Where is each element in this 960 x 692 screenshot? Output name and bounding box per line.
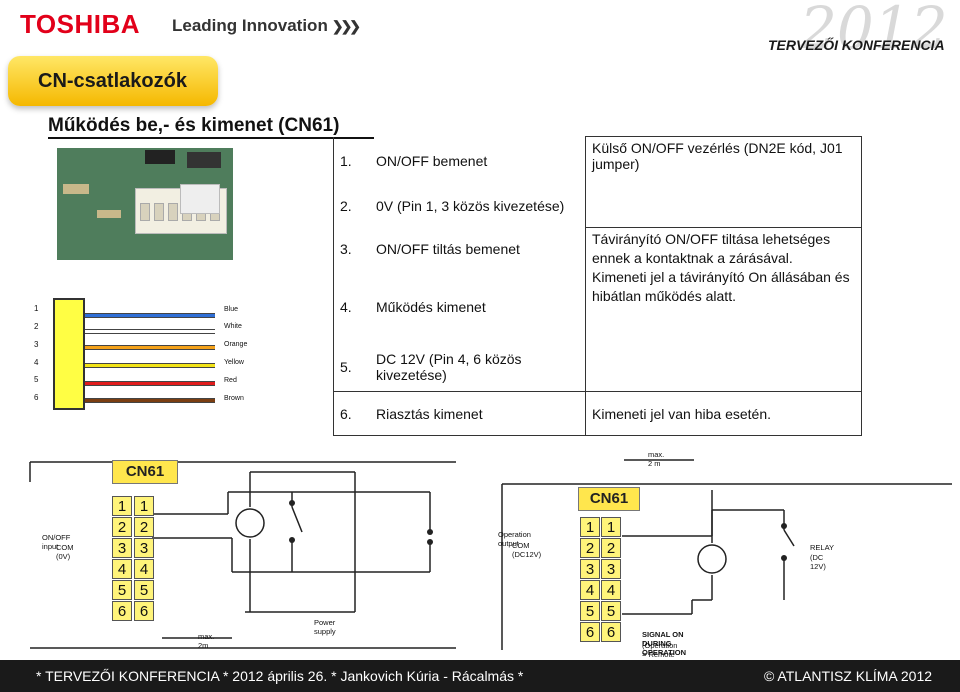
wire-brown — [85, 398, 215, 403]
wire-connector-plug — [53, 298, 85, 410]
label-operation-output: Operation output — [498, 530, 531, 548]
pin-label: 3 — [601, 559, 621, 579]
wire-label: White — [224, 323, 242, 330]
table-note-disable: Távirányító ON/OFF tiltása lehetséges en… — [592, 231, 831, 266]
pin-label: 5 — [112, 580, 132, 600]
wire-number: 5 — [34, 375, 39, 384]
wire-label: Orange — [224, 341, 248, 348]
diagram-lines — [29, 461, 456, 649]
cn61-header: CN61 — [112, 460, 178, 484]
pin-function-table: 1.ON/OFF bemenet Külső ON/OFF vezérlés (… — [333, 136, 862, 436]
label-power-supply: Power supply — [314, 618, 336, 636]
wire-blue — [85, 313, 215, 318]
wire-label: Yellow — [224, 359, 244, 366]
cn61-header: CN61 — [578, 487, 640, 511]
footer-copyright: © ATLANTISZ KLÍMA 2012 — [764, 668, 933, 684]
side-connector — [180, 184, 220, 214]
subtitle-underline — [48, 137, 374, 139]
pin-label: 1 — [601, 517, 621, 537]
pin-label: 1 — [134, 496, 154, 516]
table-cell: 5.DC 12V (Pin 4, 6 közös kivezetése) — [333, 343, 586, 392]
table-note-output: Kimeneti jel a távirányító On állásában … — [592, 269, 850, 304]
pin-label: 4 — [134, 559, 154, 579]
label-relay-voltage: (DC 12V) — [810, 553, 826, 571]
pin-label: 2 — [580, 538, 600, 558]
footer-event-info: * TERVEZŐI KONFERENCIA * 2012 április 26… — [36, 668, 524, 684]
wire-number: 6 — [34, 393, 39, 402]
pin-label: 1 — [112, 496, 132, 516]
pin-label: 2 — [134, 517, 154, 537]
brand-tagline: Leading Innovation❯❯❯ — [172, 16, 361, 35]
pin-label: 2 — [601, 538, 621, 558]
wire-number: 2 — [34, 322, 39, 331]
pin-label: 6 — [601, 622, 621, 642]
slide-title: CN-csatlakozók — [38, 70, 187, 92]
pin-label: 5 — [580, 601, 600, 621]
double-chevron-icon: ❯❯❯ — [331, 18, 361, 34]
wire-orange — [85, 345, 215, 350]
label-com-0v: COM (0V) — [56, 543, 74, 561]
table-cell: 3.ON/OFF tiltás bemenet — [333, 227, 586, 270]
label-com-dc12v: COM (DC12V) — [512, 541, 542, 559]
slide-title-box — [8, 56, 218, 106]
wire-number: 4 — [34, 358, 39, 367]
table-cell: Külső ON/OFF vezérlés (DN2E kód, J01 jum… — [585, 136, 862, 228]
pin-label: 1 — [580, 517, 600, 537]
label-onoff-input: ON/OFF input — [42, 533, 71, 551]
conference-name: TERVEZŐI KONFERENCIA — [768, 37, 945, 53]
table-cell: Kimeneti jel van hiba esetén. — [585, 391, 862, 436]
conference-year: 2012 — [800, 0, 948, 62]
label-signal-on: SIGNAL ON DURING OPERATION — [642, 630, 687, 657]
label-max-2-m: max. 2 m — [648, 450, 665, 468]
diagram-lines-2 — [501, 459, 952, 650]
wire-label: Brown — [224, 395, 244, 402]
label-max-2m: max. 2m — [198, 632, 215, 650]
pin-label: 3 — [580, 559, 600, 579]
pin-label: 5 — [134, 580, 154, 600]
table-cell: 6.Riasztás kimenet — [333, 391, 586, 436]
pin-label: 2 — [112, 517, 132, 537]
pin-label: 6 — [134, 601, 154, 621]
pin-label: 3 — [134, 538, 154, 558]
pin-label: 5 — [601, 601, 621, 621]
table-cell: 1.ON/OFF bemenet — [333, 136, 586, 184]
pin-label: 4 — [601, 580, 621, 600]
wire-label: Red — [224, 377, 237, 384]
label-relay: RELAY — [810, 543, 835, 552]
table-cell: Távirányító ON/OFF tiltása lehetséges en… — [585, 227, 862, 392]
footer-bar: * TERVEZŐI KONFERENCIA * 2012 április 26… — [0, 660, 960, 692]
pin-label: 3 — [112, 538, 132, 558]
wire-number: 1 — [34, 304, 39, 313]
table-cell: 2.0V (Pin 1, 3 közös kivezetése) — [333, 183, 586, 228]
table-cell: 4.Működés kimenet — [333, 269, 586, 344]
pin-label: 6 — [112, 601, 132, 621]
toshiba-logo: TOSHIBA — [20, 9, 141, 39]
wire-red — [85, 381, 215, 386]
wire-label: Blue — [224, 306, 239, 313]
wire-white — [85, 329, 215, 334]
wire-yellow — [85, 363, 215, 368]
pin-label: 4 — [112, 559, 132, 579]
pin-label: 6 — [580, 622, 600, 642]
pin-label: 4 — [580, 580, 600, 600]
slide-subtitle: Működés be,- és kimenet (CN61) — [48, 115, 340, 136]
wire-number: 3 — [34, 340, 39, 349]
